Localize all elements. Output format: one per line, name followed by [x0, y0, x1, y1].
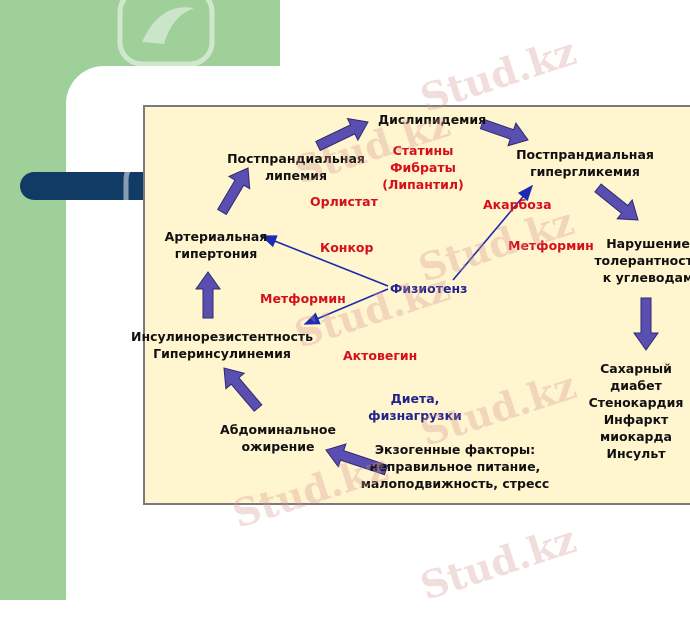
arrow-hyperglycemia-to-tolerance	[594, 183, 639, 221]
diagram-arrows	[195, 117, 659, 476]
thick-arrows	[195, 117, 659, 476]
arrow-lipemia-to-dyslipidemia	[315, 117, 369, 152]
drug-statins-fibrates: Статины Фибраты (Липантил)	[382, 143, 464, 192]
arrow-obesity-to-insulin	[223, 367, 263, 412]
arrow-dyslipidemia-to-hyperglycemia	[479, 118, 529, 147]
diagram-panel	[143, 105, 690, 505]
node-dyslipidemia: Дислипидемия	[378, 112, 487, 127]
node-postprandial-lipemia: Постпрандиальная липемия	[227, 151, 365, 183]
arrow-to-hyperglycemia	[452, 184, 534, 281]
arrow-tolerance-to-outcomes	[633, 297, 659, 351]
arrow-to-hypertension	[260, 235, 389, 287]
drug-physiotens: Физиотенз	[390, 281, 468, 296]
arrow-exogenous-to-obesity	[325, 443, 389, 476]
drug-orlistat: Орлистат	[310, 194, 378, 209]
node-abdominal-obesity: Абдоминальное ожирение	[220, 422, 336, 454]
drug-konkor: Конкор	[320, 240, 374, 255]
drug-acarbose: Акарбоза	[483, 197, 552, 212]
arrow-insulin-to-hypertension	[195, 271, 221, 319]
drug-metformin-left: Метформин	[260, 291, 346, 306]
node-postprandial-hyperglycemia: Постпрандиальная гипергликемия	[516, 147, 654, 179]
node-outcomes: Сахарный диабет Стенокардия Инфаркт миок…	[588, 361, 684, 461]
drug-actovegin: Актовегин	[343, 348, 418, 363]
node-exogenous-factors: Экзогенные факторы: неправильное питание…	[360, 442, 550, 491]
node-hypertension: Артериальная гипертония	[164, 229, 268, 261]
drug-metformin-right: Метформин	[508, 238, 594, 253]
arrow-to-insulin-resistance	[303, 288, 389, 325]
node-glucose-tolerance: Нарушение толерантности к углеводам	[594, 236, 690, 285]
intervention-diet: Диета, физнагрузки	[368, 391, 462, 423]
node-insulin-resistance: Инсулинорезистентность Гиперинсулинемия	[130, 329, 314, 361]
arrow-hypertension-to-lipemia	[217, 167, 251, 216]
